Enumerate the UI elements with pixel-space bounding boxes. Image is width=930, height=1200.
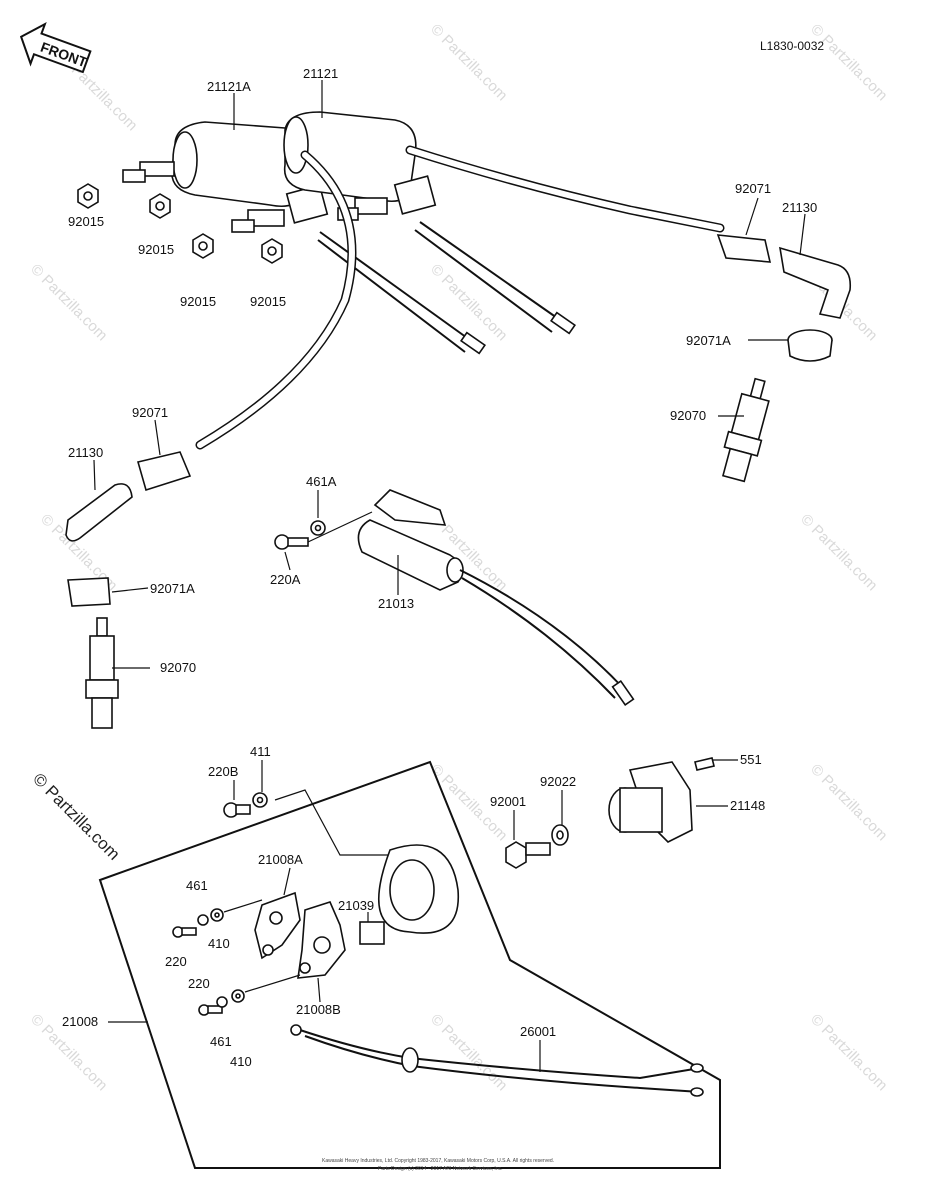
label-92071A: 92071A: [686, 333, 731, 348]
label-21130: 21130: [782, 200, 817, 215]
label-461: 461: [210, 1034, 232, 1049]
breaker-assembly-outline: [98, 760, 721, 1169]
condenser-wire: [459, 569, 626, 691]
ignition-coil-21121A: [122, 121, 329, 233]
washer-410: [210, 908, 224, 922]
footer-copyright-line2: Parts Design (c) 2014 - 2017 ARI Network…: [378, 1166, 503, 1172]
watermark: © Partzilla.com: [807, 1011, 890, 1094]
washer-461: [216, 996, 228, 1008]
screw-220: [198, 1004, 223, 1016]
label-21130: 21130: [68, 445, 103, 460]
housing-21148: [608, 761, 693, 843]
coil-primary-wire: [319, 231, 471, 341]
watermark: © Partzilla.com: [427, 1011, 510, 1094]
nut-92015: [261, 238, 283, 264]
washer-461: [197, 914, 209, 926]
washer-411: [252, 792, 268, 808]
coil-primary-wire: [317, 239, 466, 353]
watermark: © Partzilla.com: [27, 261, 110, 344]
label-92001: 92001: [490, 794, 526, 809]
harness-grommet: [401, 1047, 419, 1073]
harness-ring-terminal: [290, 1024, 302, 1036]
screw-220B: [223, 802, 251, 818]
label-92070: 92070: [160, 660, 196, 675]
condenser-21013: [357, 489, 464, 591]
pin-551: [694, 757, 715, 771]
nut-92015: [149, 193, 171, 219]
washer-461A: [310, 520, 326, 536]
label-21013: 21013: [378, 596, 414, 611]
front-arrow: FRONT: [19, 22, 92, 74]
ignition-coil-21121: [283, 111, 437, 221]
label-92015: 92015: [68, 214, 104, 229]
wire-terminal: [611, 680, 635, 706]
label-92015: 92015: [250, 294, 286, 309]
label-220: 220: [188, 976, 210, 991]
label-461: 461: [186, 878, 208, 893]
label-21008: 21008: [62, 1014, 98, 1029]
bolt-92001: [505, 841, 551, 869]
screw-220: [172, 926, 197, 938]
watermark: © Partzilla.com: [29, 769, 123, 863]
coil-primary-wire: [419, 221, 561, 321]
label-220A: 220A: [270, 572, 301, 587]
plug-cap-seal-92071-right: [716, 234, 772, 263]
breaker-plate-21008: [377, 844, 460, 934]
spark-plug-92070-left: [85, 617, 119, 729]
footer-copyright-line1: Kawasaki Heavy Industries, Ltd. Copyrigh…: [322, 1158, 554, 1164]
screw-220A: [274, 534, 309, 550]
watermark: © Partzilla.com: [807, 761, 890, 844]
contact-breaker-21008A: [254, 891, 301, 960]
label-220B: 220B: [208, 764, 238, 779]
wire-terminal: [460, 331, 486, 355]
washer-410: [231, 989, 245, 1003]
plug-cap-21130-right: [779, 246, 852, 319]
label-92022: 92022: [540, 774, 576, 789]
label-92015: 92015: [180, 294, 216, 309]
nut-92015: [192, 233, 214, 259]
label-21121: 21121: [303, 66, 338, 81]
watermark: © Partzilla.com: [427, 21, 510, 104]
wire-harness-26001: [299, 1029, 701, 1080]
label-220: 220: [165, 954, 187, 969]
label-21121A: 21121A: [207, 79, 251, 94]
label-21148: 21148: [730, 798, 765, 813]
label-410: 410: [230, 1054, 252, 1069]
label-551: 551: [740, 752, 762, 767]
label-92015: 92015: [138, 242, 174, 257]
label-21008A: 21008A: [258, 852, 303, 867]
label-92071A: 92071A: [150, 581, 195, 596]
nut-92015: [77, 183, 99, 209]
contact-breaker-21008B: [297, 901, 346, 979]
plug-cap-21130-left: [65, 483, 133, 542]
part-labels: 21121A 21121 92015 92015 92015 92015 920…: [62, 66, 817, 1069]
washer-92022: [551, 824, 569, 846]
watermark: © Partzilla.com: [797, 511, 880, 594]
leader-lines: [93, 80, 806, 1072]
label-26001: 26001: [520, 1024, 556, 1039]
label-411: 411: [250, 744, 271, 759]
plug-cap-boot-92071A-right: [787, 329, 833, 362]
wire-terminal: [550, 311, 576, 335]
plug-cap-seal-92071-left: [137, 451, 192, 492]
plug-cap-boot-92071A-left: [67, 577, 111, 607]
label-410: 410: [208, 936, 230, 951]
label-92071: 92071: [132, 405, 168, 420]
coil-primary-wire: [414, 229, 553, 333]
condenser-wire: [461, 577, 616, 699]
label-92070: 92070: [670, 408, 706, 423]
diagram-code: L1830-0032: [760, 39, 824, 53]
label-92071: 92071: [735, 181, 771, 196]
label-21039: 21039: [338, 898, 374, 913]
label-461A: 461A: [306, 474, 337, 489]
watermark: © Partzilla.com: [807, 21, 890, 104]
label-21008B: 21008B: [296, 1002, 341, 1017]
spark-plug-92070-right: [721, 377, 770, 483]
condenser-21039: [359, 921, 385, 945]
